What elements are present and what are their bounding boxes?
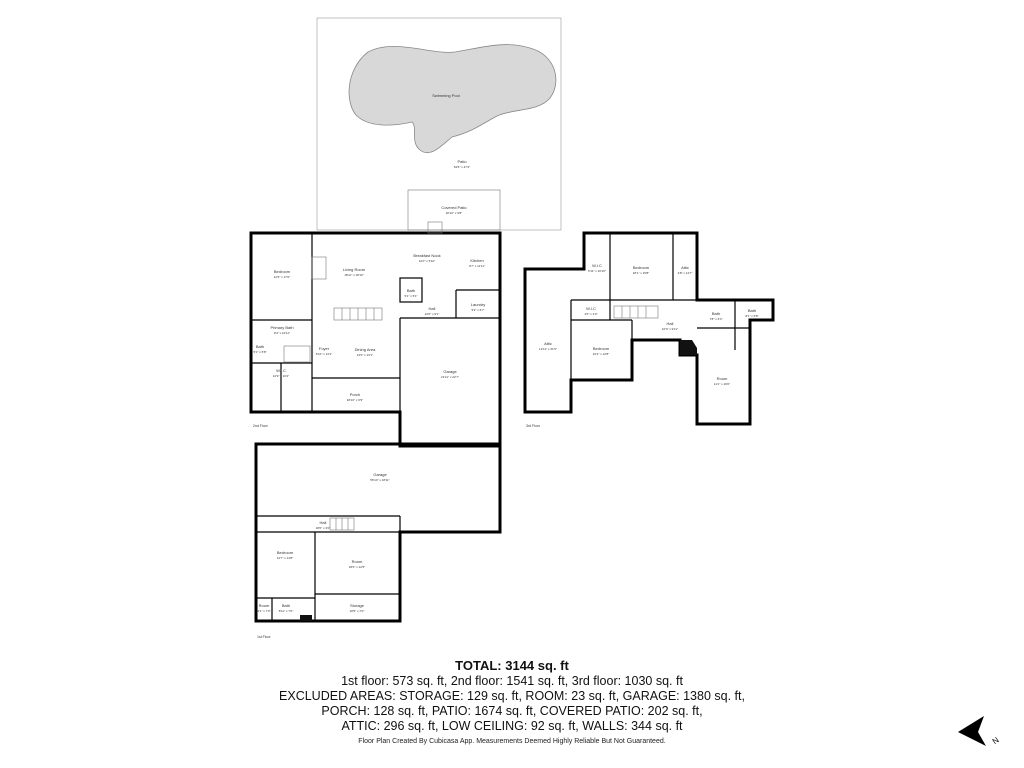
room-dim: 9'4" x 10'11" <box>274 331 290 335</box>
room-dim: 12'6" x 17'0" <box>274 275 290 279</box>
room-dim: 9'7" x 11'11" <box>469 264 485 268</box>
floor-label: 1st Floor <box>257 635 271 639</box>
room-dim: 4'1" x 7'0" <box>257 609 270 613</box>
room-label: Room <box>352 559 363 564</box>
covered-patio-label: Covered Patio <box>441 205 467 210</box>
room-label: Bath <box>748 308 756 313</box>
room-label: Room <box>259 603 270 608</box>
room-dim: 18'10" x 6'9" <box>347 398 363 402</box>
room-dim: 12'9" x 10'2" <box>273 374 289 378</box>
room-label: Bath <box>407 288 415 293</box>
room-label: Attic <box>544 341 552 346</box>
floor-label: 2nd Floor <box>253 424 269 428</box>
room-label: Hall <box>429 306 436 311</box>
room-label: Bedroom <box>277 550 294 555</box>
room-label: Foyer <box>319 346 330 351</box>
summary-line: EXCLUDED AREAS: STORAGE: 129 sq. ft, ROO… <box>279 689 745 703</box>
room-dim: 18'5" x 7'0" <box>350 609 365 613</box>
room-dim: 55'10" x 18'11" <box>370 478 390 482</box>
room-dim: 9'3" x 6'7" <box>471 308 484 312</box>
room-dim: 18'1" x 15'8" <box>633 271 649 275</box>
covered-patio <box>407 189 501 231</box>
utility-block <box>300 615 312 621</box>
room-label: Kitchen <box>470 258 483 263</box>
room-label: Hall <box>320 520 327 525</box>
north-arrow-shape <box>958 716 986 746</box>
room-dim: 5'1" x 5'1" <box>404 294 417 298</box>
third-floor-plan: W.I.C 5'11" x 10'10" Bedroom 18'1" x 15'… <box>523 231 775 428</box>
room-dim: 8'11" x 7'0" <box>279 609 294 613</box>
room-dim: 4'8" x 14'7" <box>678 271 693 275</box>
room-dim: 6'10" x 13'1" <box>316 352 332 356</box>
room-label: Attic <box>681 265 689 270</box>
covered-patio-dim: 20'10" x 9'8" <box>446 211 462 215</box>
room-label: Bedroom <box>633 265 650 270</box>
room-label: Living Room <box>343 267 366 272</box>
room-label: W.I.C <box>586 306 596 311</box>
room-label: Bedroom <box>593 346 610 351</box>
room-label: Bath <box>282 603 290 608</box>
second-floor-plan: Bedroom 12'6" x 17'0" Living Room 18'11"… <box>249 221 502 448</box>
room-dim: 18'0" x 3'0" <box>316 526 331 530</box>
pool-label: Swimming Pool <box>432 93 460 98</box>
total-area: TOTAL: 3144 sq. ft <box>455 658 569 673</box>
room-label: W.I.C <box>276 368 286 373</box>
room-label: Garage <box>373 472 387 477</box>
outdoor-area: Swimming Pool Patio 54'6" x 47'4" Covere… <box>316 17 562 231</box>
room-label: Bath <box>256 344 264 349</box>
room-label: W.I.C <box>592 263 602 268</box>
patio-label: Patio <box>457 159 467 164</box>
north-letter: N <box>991 735 1001 746</box>
room-dim: 12'0" x 5'10" <box>419 259 435 263</box>
room-dim: 12'0" x 9'1" <box>425 312 440 316</box>
north-arrow-icon: N <box>958 716 1001 746</box>
floor-plan-drawing: Swimming Pool Patio 54'6" x 47'4" Covere… <box>249 17 775 639</box>
room-dim: 18'6" x 12'5" <box>349 565 365 569</box>
room-label: Breakfast Nook <box>413 253 440 258</box>
room-dim: 12'7" x 14'8" <box>277 556 293 560</box>
room-dim: 8'1" x 5'8" <box>745 314 758 318</box>
room-label: Dining Area <box>355 347 376 352</box>
room-label: Storage <box>350 603 365 608</box>
summary-line: 1st floor: 573 sq. ft, 2nd floor: 1541 s… <box>341 674 683 688</box>
room-dim: 13'0" x 13'1" <box>357 353 373 357</box>
area-summary: TOTAL: 3144 sq. ft 1st floor: 573 sq. ft… <box>0 658 1024 745</box>
room-dim: 7'8" x 6'4" <box>709 317 722 321</box>
room-label: Laundry <box>471 302 485 307</box>
first-floor-plan: Garage 55'10" x 18'11" Hall 18'0" x 3'0"… <box>254 442 502 639</box>
summary-line: ATTIC: 296 sq. ft, LOW CEILING: 92 sq. f… <box>341 719 683 733</box>
room-label: Garage <box>443 369 457 374</box>
credit-text: Floor Plan Created By Cubicasa App. Meas… <box>358 738 666 745</box>
room-label: Hall <box>667 321 674 326</box>
room-dim: 5'1" x 5'8" <box>253 350 266 354</box>
room-dim: 10'0" x 9'11" <box>662 327 678 331</box>
chimney <box>680 340 697 355</box>
room-dim: 12'11" x 31'5" <box>539 347 557 351</box>
room-label: Primary Bath <box>270 325 293 330</box>
patio-dim: 54'6" x 47'4" <box>454 165 470 169</box>
summary-line: PORCH: 128 sq. ft, PATIO: 1674 sq. ft, C… <box>321 704 703 718</box>
room-dim: 16'2" x 12'8" <box>593 352 609 356</box>
room-label: Room <box>717 376 728 381</box>
room-dim: 11'1" x 19'0" <box>714 382 730 386</box>
swimming-pool <box>348 44 557 154</box>
floor-label: 3rd Floor <box>526 424 541 428</box>
room-dim: 18'11" x 18'10" <box>344 273 364 277</box>
room-label: Bedroom <box>274 269 291 274</box>
room-dim: 21'11" x 22'7" <box>441 375 459 379</box>
room-dim: 5'11" x 10'10" <box>588 269 606 273</box>
room-label: Bath <box>712 311 720 316</box>
room-dim: 4'0" x 4'0" <box>584 312 597 316</box>
room-label: Porch <box>350 392 360 397</box>
